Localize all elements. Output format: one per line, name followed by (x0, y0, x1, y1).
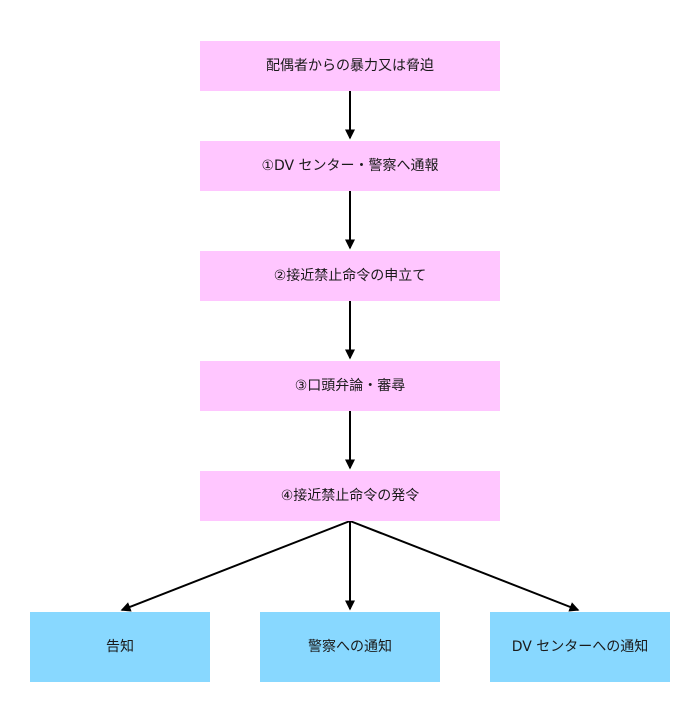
step-report-to-dv-center-police-label: ①DV センター・警察へ通報 (261, 158, 439, 174)
step-oral-argument-hearing: ③口頭弁論・審尋 (200, 361, 500, 411)
step-petition-approach-ban-label: ②接近禁止命令の申立て (273, 268, 427, 284)
step-issue-approach-ban-label: ④接近禁止命令の発令 (280, 488, 420, 504)
arrow-step-4-to-outcome-0 (120, 520, 351, 612)
outcome-notice: 告知 (30, 612, 210, 682)
step-violence-or-threat-label: 配偶者からの暴力又は脅迫 (266, 58, 434, 74)
step-report-to-dv-center-police: ①DV センター・警察へ通報 (200, 141, 500, 191)
outcome-police-notification: 警察への通知 (260, 612, 440, 682)
step-violence-or-threat: 配偶者からの暴力又は脅迫 (200, 41, 500, 91)
outcome-notice-label: 告知 (106, 639, 134, 655)
step-petition-approach-ban: ②接近禁止命令の申立て (200, 251, 500, 301)
step-issue-approach-ban: ④接近禁止命令の発令 (200, 471, 500, 521)
outcome-dv-center-notification: DV センターへの通知 (490, 612, 670, 682)
step-oral-argument-hearing-label: ③口頭弁論・審尋 (294, 378, 406, 394)
arrow-step-4-to-outcome-2 (349, 520, 580, 612)
outcome-police-notification-label: 警察への通知 (308, 639, 392, 655)
outcome-dv-center-notification-label: DV センターへの通知 (511, 639, 649, 655)
